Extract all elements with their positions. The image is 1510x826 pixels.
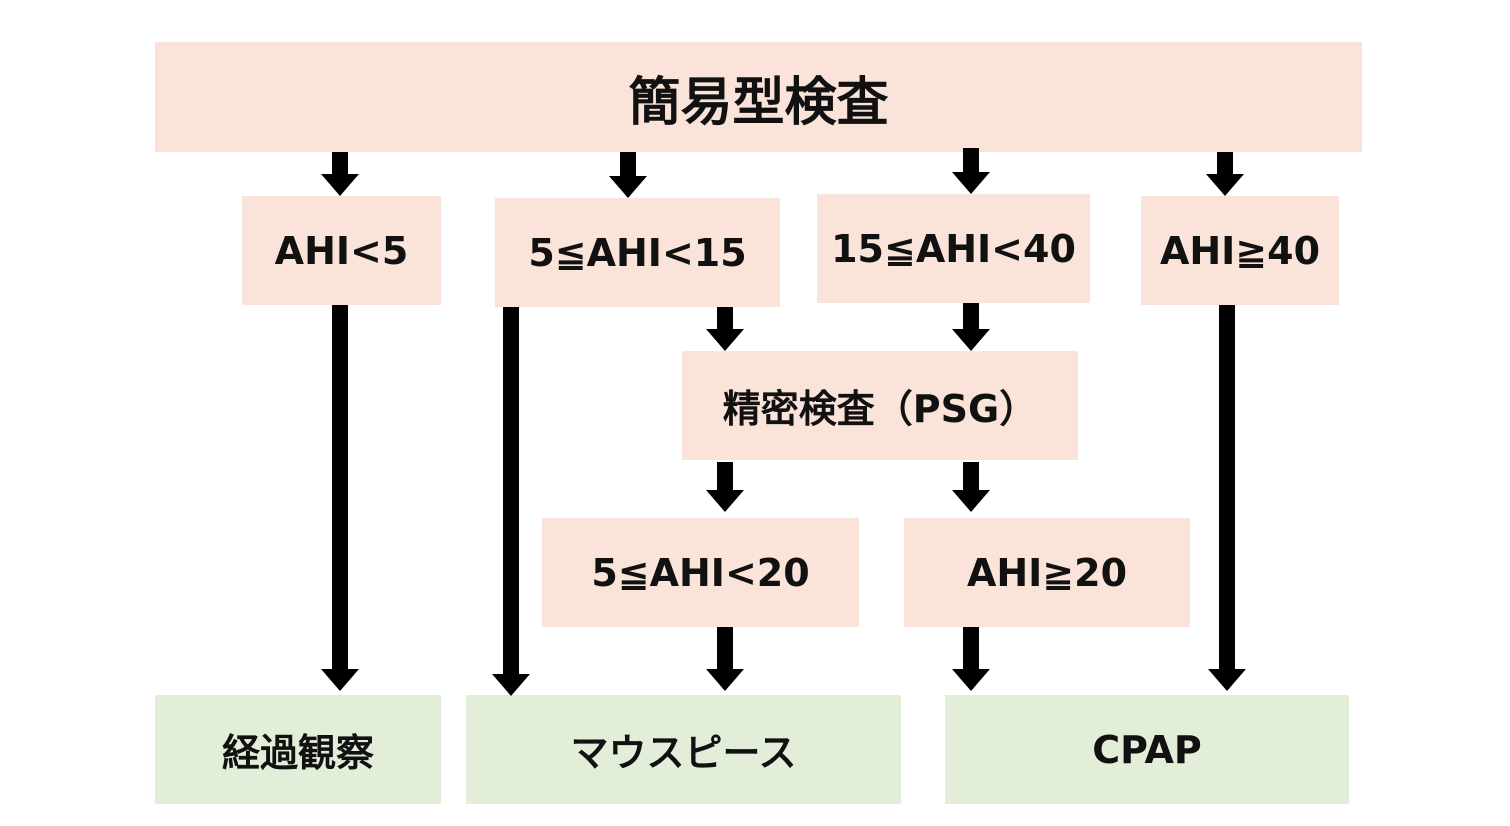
- arrow-ahi-5-20-to-mouthpiece: [706, 627, 744, 691]
- arrow-psg-to-ahi-ge20: [952, 462, 990, 512]
- arrow-ahi-ge40-to-cpap: [1208, 305, 1246, 691]
- arrow-psg-to-ahi-5-20: [706, 462, 744, 512]
- arrow-ahi-lt5-to-observation: [321, 305, 359, 691]
- ahi-5-15-node: 5≦AHI<15: [495, 198, 780, 307]
- arrow-top-to-ahi-lt5: [321, 152, 359, 196]
- ahi-15-40-node: 15≦AHI<40: [817, 194, 1090, 303]
- arrow-ahi-15-40-to-psg: [952, 303, 990, 351]
- simple-test-node: 簡易型検査: [155, 42, 1362, 152]
- arrow-top-to-ahi-15-40: [952, 148, 990, 194]
- psg-test-node: 精密検査（PSG）: [682, 351, 1078, 460]
- arrow-ahi-ge20-to-cpap: [952, 627, 990, 691]
- ahi-5-20-node: 5≦AHI<20: [542, 518, 859, 627]
- arrow-top-to-ahi-5-15: [609, 152, 647, 198]
- observation-node: 経過観察: [155, 695, 441, 804]
- arrow-ahi-5-15-to-psg: [706, 307, 744, 351]
- ahi-ge40-node: AHI≧40: [1141, 196, 1339, 305]
- ahi-ge20-node: AHI≧20: [904, 518, 1190, 627]
- arrow-top-to-ahi-ge40: [1206, 152, 1244, 196]
- arrow-ahi-5-15-to-mouthpiece: [492, 307, 530, 696]
- ahi-lt5-node: AHI<5: [242, 196, 441, 305]
- cpap-node: CPAP: [945, 695, 1349, 804]
- mouthpiece-node: マウスピース: [466, 695, 901, 804]
